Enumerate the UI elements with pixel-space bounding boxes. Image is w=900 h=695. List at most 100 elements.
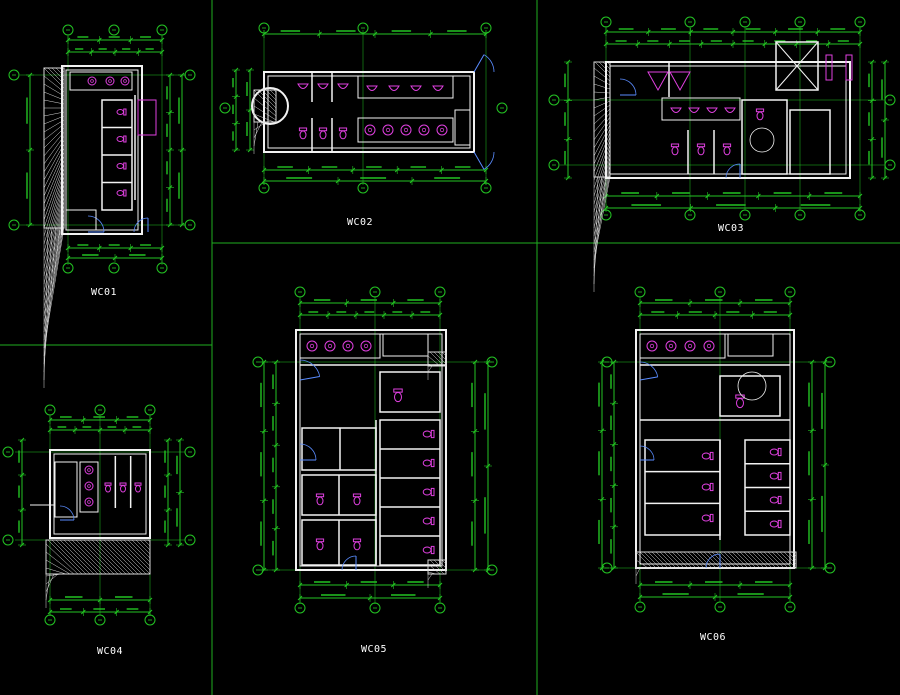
sink-drain [87,500,91,504]
hatch-line [791,551,797,557]
door-swing [725,163,741,179]
toilet-fixture [422,487,435,497]
label-wc03: WC03 [718,223,744,234]
toilet-fixture [735,394,745,409]
urinal-fixture [706,107,718,113]
wall-inner [53,453,147,535]
hatch-line [51,539,87,575]
plan-wc03 [548,16,896,292]
hatch-line [441,559,447,565]
grid-bubble [8,219,20,231]
hatch-line [593,144,611,197]
urinal-fixture [337,83,349,89]
slop-sink [727,333,774,357]
hatch-line [43,123,65,141]
toilet-fixture [318,127,328,140]
toilet-bowl [769,448,779,456]
toilet-bowl [422,488,432,496]
hatch-line [427,563,441,575]
sink-basin [84,481,94,491]
toilet-bowl [319,130,327,140]
sink-drain [403,127,409,133]
hatch-line [593,132,611,173]
hatch-line [119,539,151,571]
fixture-box [137,99,157,136]
hatch-line [683,551,701,569]
hatch-line [63,539,99,575]
vanity [79,461,99,513]
sink-basin [84,497,94,507]
hatch-line [731,551,749,569]
toilet-fixture [670,143,680,156]
hatch-line [79,539,115,575]
sink-drain [649,343,655,349]
sink-drain [363,343,369,349]
stall-block [101,99,133,211]
hatch-line [55,539,91,575]
hatch-line [45,551,75,575]
hatch-line [715,551,733,569]
hatch-line [43,91,65,101]
hatch-line [759,551,777,569]
toilet-fixture [352,538,362,551]
door-leaf [473,54,485,73]
toilet-fixture [298,127,308,140]
hatch-line [253,97,277,117]
hatch-line [667,551,685,569]
hatch-line [643,551,661,569]
sink-drain [668,343,674,349]
toilet-fixture [116,189,127,197]
hatch-line [671,551,689,569]
hatch-line [45,573,59,585]
toilet-bowl [723,146,731,156]
grid-bubble [108,262,120,274]
hatch-line [593,148,611,205]
hatch-line [593,172,611,253]
hatch-line [43,187,65,269]
hatch-line [43,171,65,237]
toilet-bowl [353,496,361,506]
hatch-line [43,227,61,357]
sink-drain [90,79,94,83]
hatch-line [43,155,65,205]
hatch-line [261,89,277,105]
toilet-fixture [422,458,435,468]
wall-inner [609,65,847,175]
sink-basin [120,76,130,86]
grid-bubble [548,94,560,106]
toilet-fixture [755,108,765,121]
sink-basin [84,465,94,475]
hatch-line [95,539,131,575]
toilet-bowl [116,109,124,115]
hatch-line [593,120,611,149]
hatch-line [751,551,769,569]
hatch-line [787,551,797,561]
hatch-line [103,539,139,575]
utility-room [789,109,831,175]
hatch-line [433,351,447,365]
hatch-line [639,551,657,569]
hatch-line [593,160,611,229]
door-swing [483,151,495,170]
hatch-line [441,351,447,357]
label-wc04: WC04 [97,646,123,657]
door-swing [299,359,321,377]
door-swing [87,215,105,233]
toilet-bowl [769,520,779,528]
hatch-line [635,559,649,569]
sink-basin [342,340,354,352]
stall-column [744,439,791,536]
hatch-line [43,143,65,181]
hatch-line [59,539,95,575]
door-leaf [473,151,485,170]
hatch-line [593,112,611,133]
toilet-fixture [116,108,127,116]
hatch-line [139,539,151,551]
toilet-fixture [393,388,403,403]
toilet-fixture [116,162,127,170]
sink-drain [706,343,712,349]
hatch-line [123,539,151,567]
sink-drain [108,79,112,83]
sink-drain [327,343,333,349]
